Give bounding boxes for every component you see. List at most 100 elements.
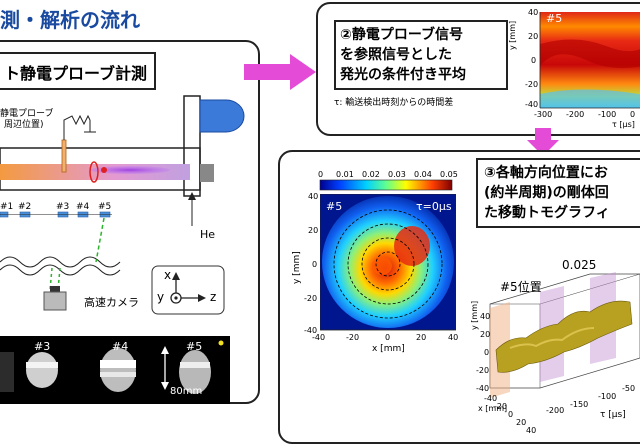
axis-y-label: y [157, 290, 165, 304]
iso-value: 0.025 [562, 258, 597, 272]
step2-xtick-0: -300 [534, 110, 553, 119]
step2-ylabel: y [mm] [508, 20, 517, 50]
cbar-tick-5: 0.05 [440, 170, 458, 179]
step2-line-3: 発光の条件付き平均 [340, 67, 466, 83]
vol-ytick-0: 40 [480, 312, 491, 321]
arrow-to-step3 [527, 128, 559, 156]
vol-xtick-3: 20 [516, 418, 527, 427]
vol-ytick-3: -20 [476, 366, 490, 375]
step2-note: τ: 輸送検出時刻からの時間差 [334, 98, 454, 108]
step2-ytick-3: -20 [525, 80, 539, 89]
step2-line-1: ②静電プローブ信号 [340, 27, 464, 43]
step2-ytick-0: 40 [528, 8, 539, 17]
probe-rod [61, 139, 67, 173]
step2-text-box: ②静電プローブ信号 を参照信号とした 発光の条件付き平均 [334, 20, 508, 90]
snapshot-5-glow [179, 350, 211, 394]
vol-tautick-2: -100 [598, 392, 617, 401]
marker-dot [101, 167, 107, 173]
step2-line-2: を参照信号とした [340, 47, 452, 63]
step2-plot-tag: #5 [546, 12, 563, 25]
port-label-2: #2 [18, 202, 32, 212]
cbar-tick-3: 0.03 [388, 170, 406, 179]
port-label-3: #3 [56, 202, 70, 212]
step3-line-1: ③各軸方向位置にお [484, 165, 608, 181]
map-xlabel: x [mm] [372, 344, 405, 354]
step3-line-3: た移動トモグラフィ [484, 205, 610, 221]
emission-map [320, 194, 456, 331]
map-xtick-4: 40 [448, 333, 459, 342]
arrow-to-step2 [244, 54, 316, 90]
vol-ytick-2: 0 [484, 348, 490, 357]
snapshot-label-3: #3 [34, 340, 51, 353]
step2-xlabel: τ [μs] [612, 120, 635, 129]
page-title: 測・解析の流れ [0, 8, 140, 32]
step2-spacetime-plot [539, 12, 640, 109]
map-xtick-2: 0 [385, 333, 391, 342]
gun-rod [200, 164, 214, 182]
camera-body [43, 291, 67, 311]
axis-x-label: x [164, 268, 172, 282]
position-label: #5位置 [500, 280, 542, 294]
map-ytick-4: -40 [304, 326, 318, 335]
cbar-tick-2: 0.02 [362, 170, 380, 179]
vol-xtick-2: 0 [508, 410, 514, 419]
map-xtick-3: 20 [416, 333, 427, 342]
scale-label: 80mm [170, 386, 203, 397]
probe-label-2: 周辺位置) [4, 120, 44, 130]
vol-tau-label: τ [μs] [600, 410, 626, 420]
probe-wire [63, 114, 91, 140]
fiber-link [95, 217, 105, 263]
apparatus-diagram [0, 95, 245, 404]
cbar-tick-4: 0.04 [414, 170, 432, 179]
step3-line-2: (約半周期)の剛体回 [484, 185, 609, 201]
map-ylabel: y [mm] [292, 251, 302, 284]
map-xtick-0: -40 [312, 333, 326, 342]
he-label: He [200, 228, 216, 241]
map-ytick-1: 20 [308, 226, 319, 235]
step2-xtick-3: 0 [630, 110, 636, 119]
vol-xtick-0: -40 [484, 394, 498, 403]
chamber-top [183, 95, 201, 197]
gun-dome [199, 99, 245, 133]
measurement-heading-box: ト静電プローブ計測 [0, 52, 156, 90]
he-arrow [188, 192, 196, 200]
map-time: τ=0μs [416, 200, 452, 213]
port-row [0, 211, 112, 218]
step2-xtick-1: -200 [566, 110, 585, 119]
snapshot-4-glow [100, 348, 136, 392]
step2-ytick-4: -40 [525, 100, 539, 109]
measurement-heading: ト静電プローブ計測 [4, 64, 148, 83]
vol-xtick-1: -20 [494, 402, 508, 411]
vol-xtick-4: 40 [526, 426, 537, 435]
port-label-4: #4 [76, 202, 90, 212]
map-ytick-0: 40 [308, 192, 319, 201]
iso-surface [495, 300, 633, 373]
map-xtick-1: -20 [346, 333, 360, 342]
step2-ytick-1: 20 [528, 32, 539, 41]
tomography-volume [489, 272, 640, 398]
snapshot-3-glow [26, 352, 58, 388]
vol-tautick-0: -200 [546, 406, 565, 415]
map-tag: #5 [326, 200, 343, 213]
snapshot-label-4: #4 [112, 340, 129, 353]
plasma-disc [90, 166, 170, 174]
camera-label: 高速カメラ [84, 296, 139, 309]
cbar-tick-1: 0.01 [336, 170, 354, 179]
probe-label-1: 静電プローブ [0, 109, 54, 119]
camera-lens [50, 286, 60, 292]
vol-xlabel: x [mm] [478, 404, 508, 413]
map-ytick-3: -20 [304, 294, 318, 303]
cbar-tick-0: 0 [318, 170, 324, 179]
snapshot-label-5: #5 [186, 340, 203, 353]
axis-z-label: z [210, 290, 217, 304]
map-ytick-2: 0 [312, 260, 318, 269]
vol-ytick-4: -40 [476, 384, 490, 393]
fiber-bundle [0, 256, 121, 268]
vol-tautick-3: -50 [622, 384, 636, 393]
flux-loop [89, 161, 99, 183]
step2-ytick-2: 0 [531, 56, 537, 65]
step3-text-box: ③各軸方向位置にお (約半周期)の剛体回 た移動トモグラフィ [476, 158, 640, 228]
port-label-5: #5 [98, 202, 112, 212]
snapshot-dot [218, 340, 224, 346]
vol-ytick-1: 20 [480, 330, 491, 339]
